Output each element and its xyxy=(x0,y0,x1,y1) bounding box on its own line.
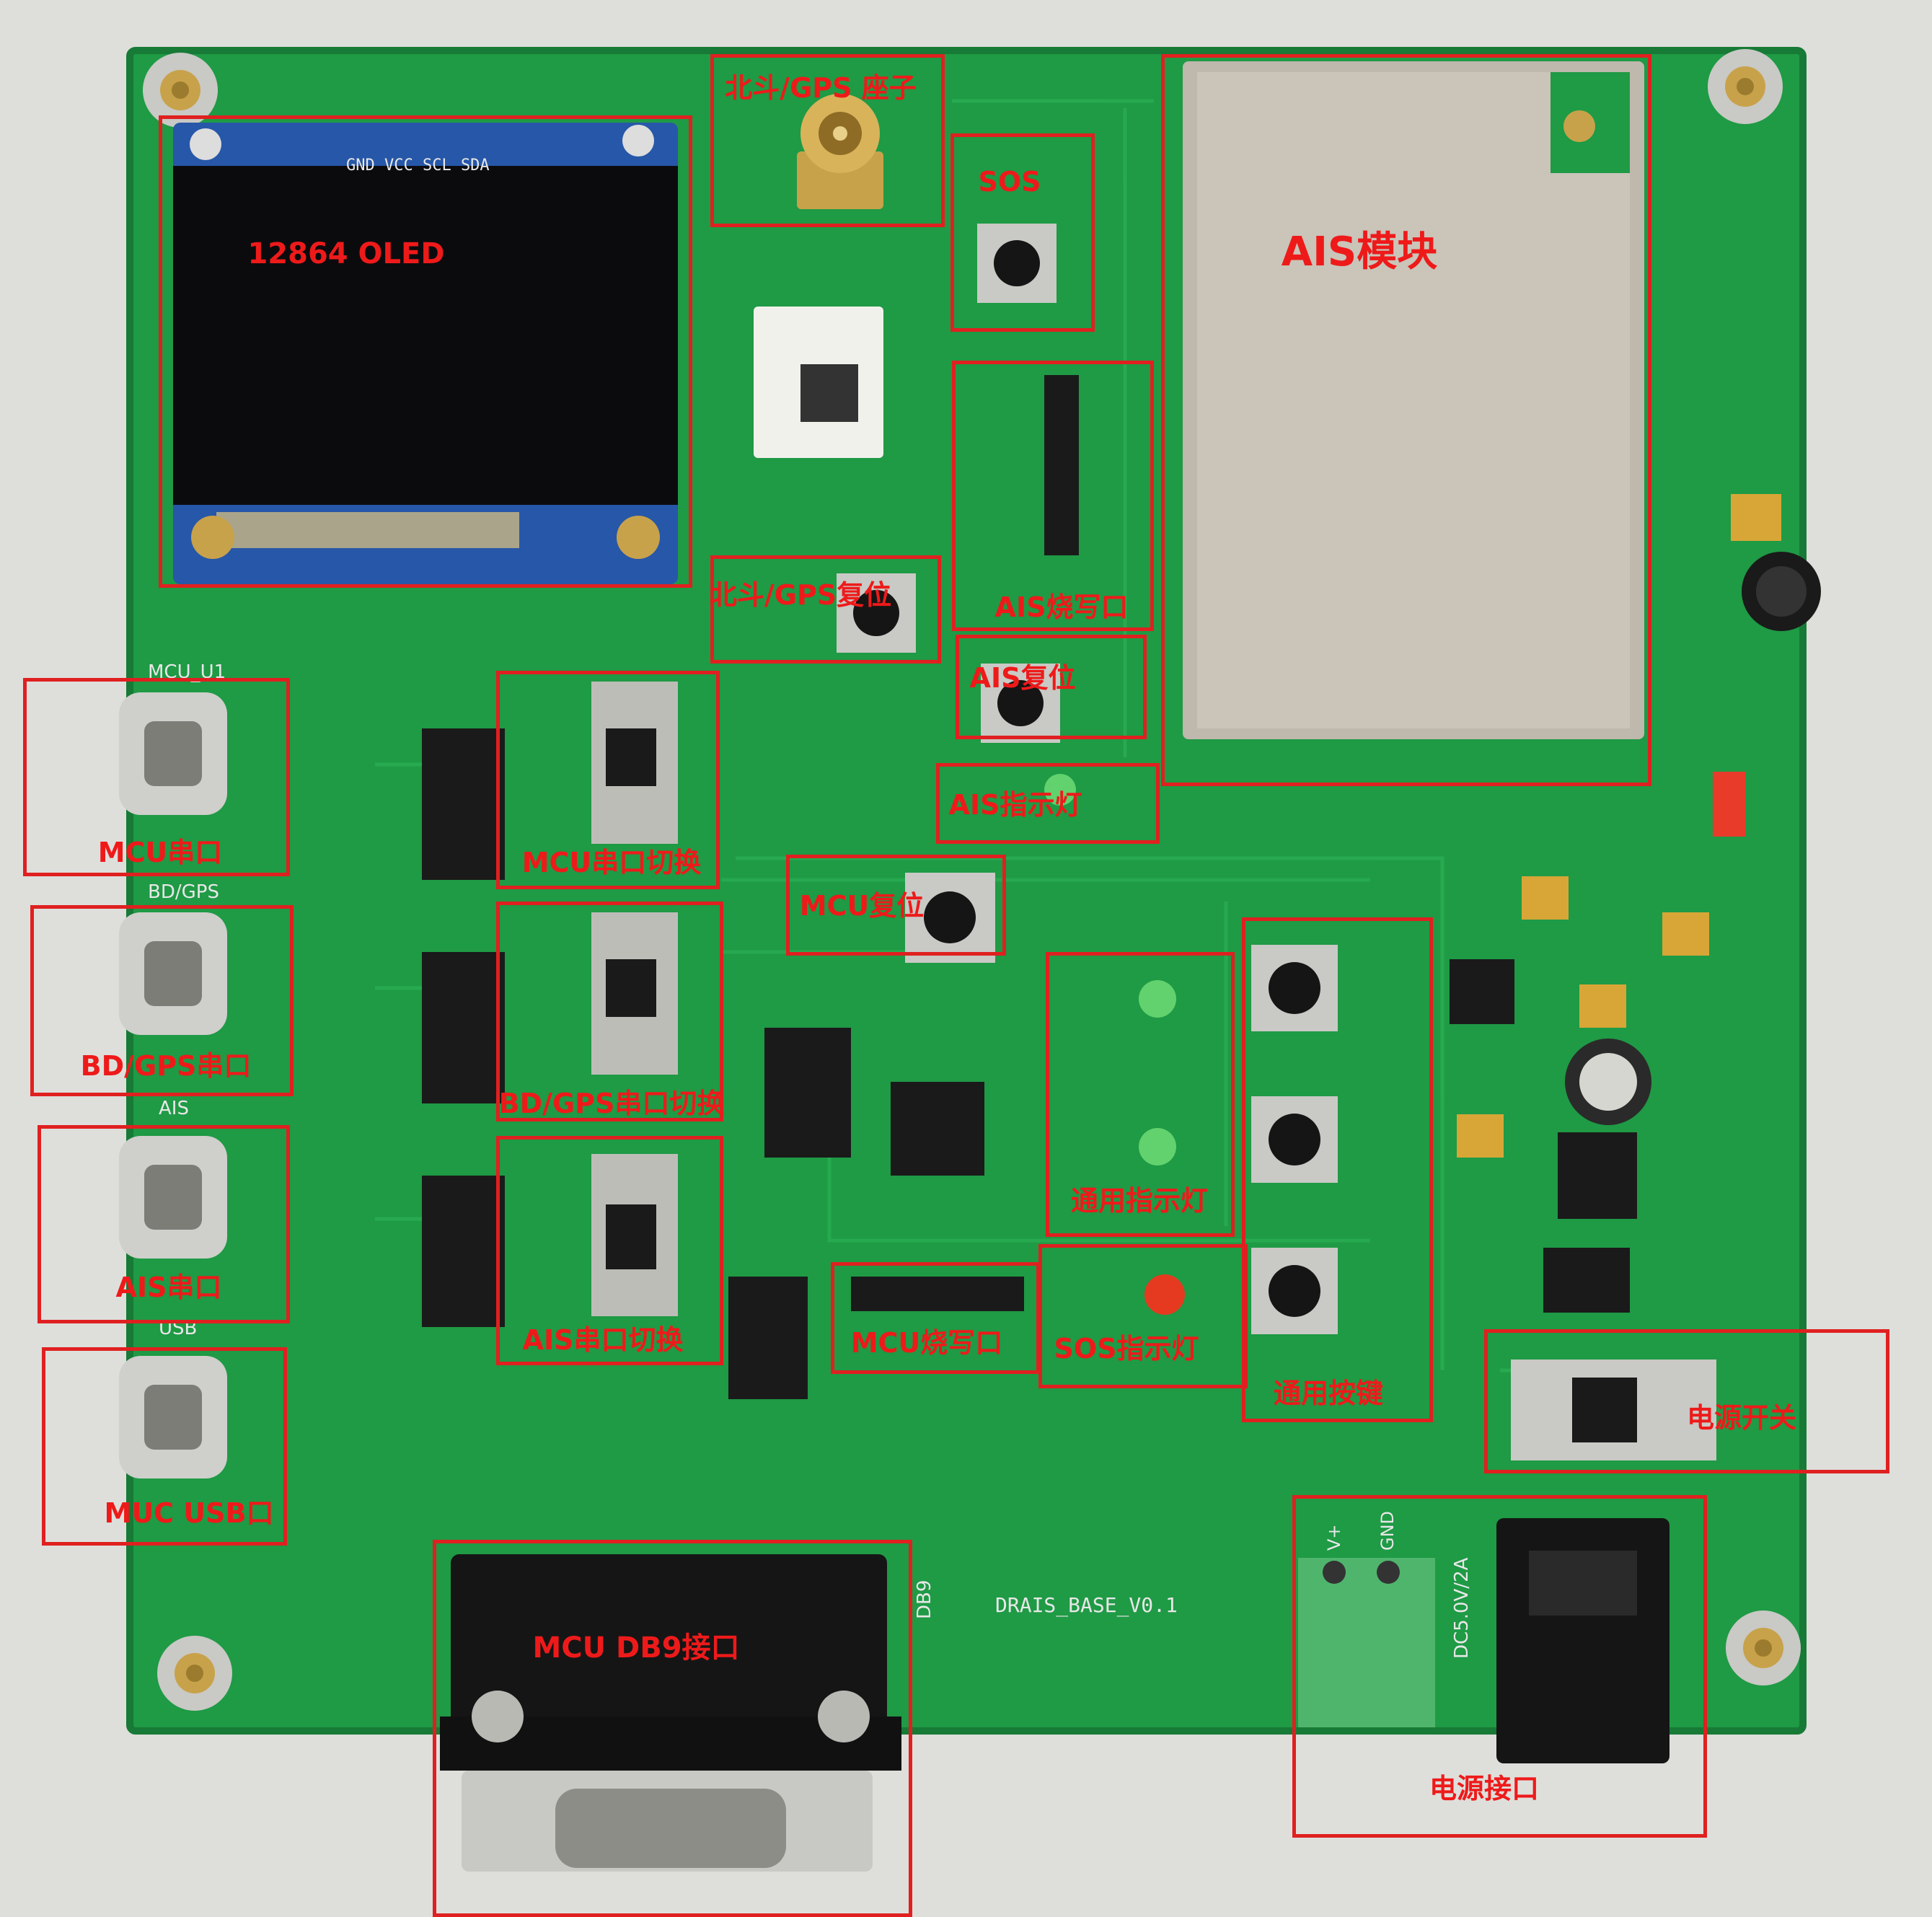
label-mcu-db9: MCU DB9接口 xyxy=(532,1631,740,1665)
ais-module-shield xyxy=(1183,61,1644,739)
gps-module xyxy=(754,307,883,458)
box-ais-serial xyxy=(38,1125,290,1323)
box-sos-led xyxy=(1038,1244,1248,1388)
ics xyxy=(422,728,1637,1399)
label-mcu-serial: MCU串口 xyxy=(97,837,223,868)
box-bd-gps-reset xyxy=(710,555,941,664)
label-mcu-serial-switch: MCU串口切换 xyxy=(521,847,702,878)
box-mcu-burn xyxy=(831,1262,1040,1374)
usb-c-ports xyxy=(119,692,227,1478)
push-buttons xyxy=(837,224,1338,1334)
box-ais-serial-switch xyxy=(496,1136,723,1365)
box-mcu-serial xyxy=(23,678,290,876)
label-ais-burn: AIS烧写口 xyxy=(994,591,1129,623)
box-bd-gps-serial-switch xyxy=(496,902,723,1121)
box-ais-module xyxy=(1161,54,1651,786)
label-oled: 12864 OLED xyxy=(247,237,445,270)
box-oled xyxy=(159,115,692,588)
label-bd-gps-reset: 北斗/GPS复位 xyxy=(709,579,892,611)
box-muc-usb xyxy=(42,1347,287,1546)
slide-switches xyxy=(591,682,1716,1460)
box-mcu-db9 xyxy=(433,1540,912,1917)
label-power-port: 电源接口 xyxy=(1429,1773,1540,1804)
label-ais-serial: AIS串口 xyxy=(115,1272,222,1303)
sma-connector xyxy=(797,94,883,209)
box-sos xyxy=(950,133,1095,332)
box-general-keys xyxy=(1242,917,1433,1422)
box-ais-led xyxy=(936,763,1160,844)
label-sos-led: SOS指示灯 xyxy=(1054,1333,1199,1365)
box-mcu-serial-switch xyxy=(496,671,720,889)
oled-module: GND VCC SCL SDA xyxy=(173,123,678,584)
label-power-switch: 电源开关 xyxy=(1686,1402,1797,1434)
box-bd-gps-socket xyxy=(710,54,945,227)
leds xyxy=(1044,774,1185,1315)
capacitors xyxy=(1457,494,1821,1158)
box-ais-burn xyxy=(952,361,1154,631)
label-muc-usb: MUC USB口 xyxy=(104,1497,274,1529)
label-general-keys: 通用按键 xyxy=(1273,1378,1384,1409)
silk-db9: DB9 xyxy=(914,1580,935,1619)
label-general-led: 通用指示灯 xyxy=(1070,1185,1209,1217)
pin-header-mcu xyxy=(851,1277,1024,1311)
box-ais-reset xyxy=(956,635,1147,739)
silk-terminal-gnd: GND xyxy=(1377,1511,1398,1551)
pin-header-ais xyxy=(1044,375,1079,555)
label-ais-module: AIS模块 xyxy=(1281,229,1438,276)
box-power-switch xyxy=(1484,1329,1889,1473)
label-ais-serial-switch: AIS串口切换 xyxy=(522,1324,684,1356)
silk-terminal-vplus: V+ xyxy=(1324,1524,1344,1551)
box-bd-gps-serial xyxy=(30,905,294,1096)
db9-connector xyxy=(440,1554,901,1872)
label-bd-gps-socket: 北斗/GPS 座子 xyxy=(725,72,917,104)
box-general-led xyxy=(1046,952,1235,1237)
dc-jack xyxy=(1496,1518,1669,1763)
mounting-holes xyxy=(143,49,1801,1711)
silk-bd-gps: BD/GPS xyxy=(148,881,219,903)
terminal-block xyxy=(1298,1558,1435,1727)
label-sos: SOS xyxy=(978,166,1041,198)
label-ais-reset: AIS复位 xyxy=(969,662,1076,694)
label-ais-led: AIS指示灯 xyxy=(948,789,1082,821)
pcb-edge-shade xyxy=(126,47,1807,1735)
box-power-port xyxy=(1292,1495,1707,1838)
label-mcu-reset: MCU复位 xyxy=(799,890,925,922)
label-bd-gps-serial-switch: BD/GPS串口切换 xyxy=(498,1088,725,1119)
silk-ais: AIS xyxy=(159,1098,189,1119)
label-bd-gps-serial: BD/GPS串口 xyxy=(80,1050,252,1082)
silk-version: DRAIS_BASE_V0.1 xyxy=(995,1593,1178,1618)
label-mcu-burn: MCU烧写口 xyxy=(850,1327,1003,1359)
oled-pin-silk: GND VCC SCL SDA xyxy=(346,157,490,175)
box-mcu-reset xyxy=(786,855,1006,956)
silk-power-rating: DC5.0V/2A xyxy=(1451,1557,1473,1659)
